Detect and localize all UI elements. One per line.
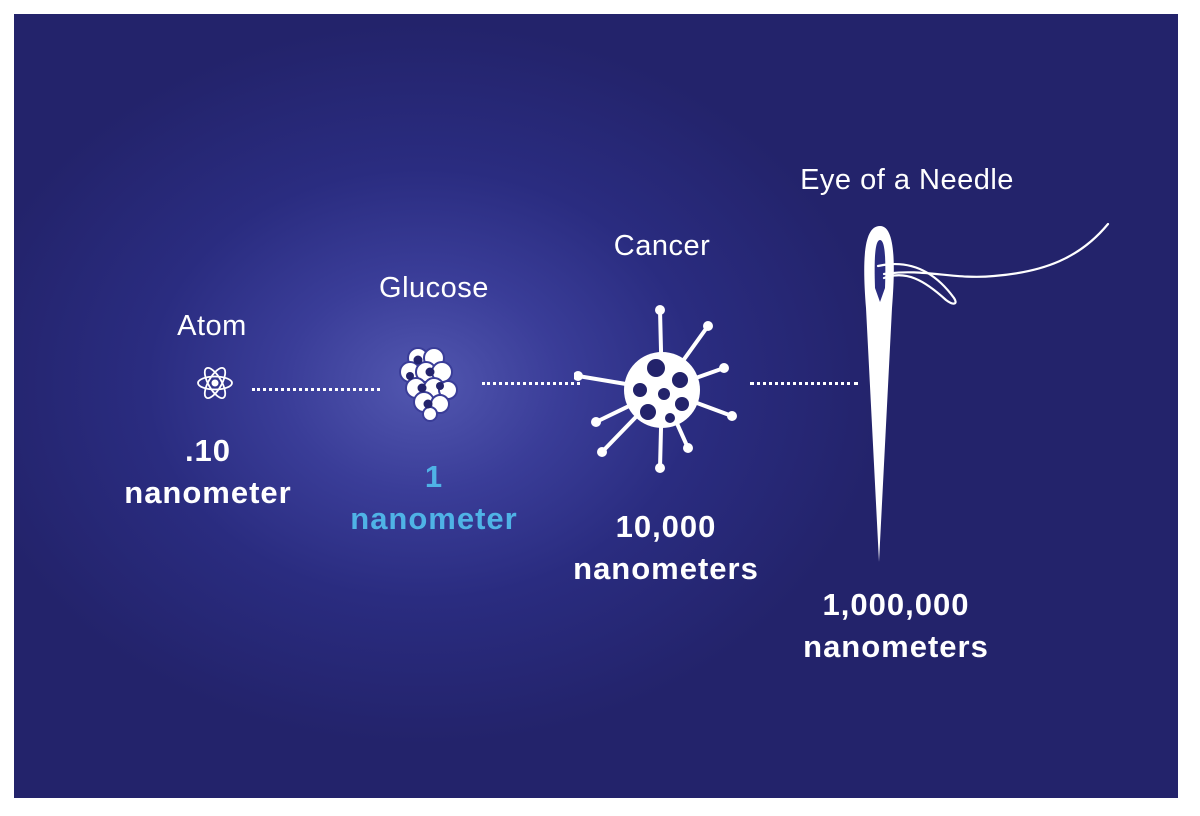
atom-size-number: .10 — [184, 433, 232, 468]
nanoscale-infographic: Atom .10 nanometer Glucose — [14, 14, 1178, 798]
connector-dots-3 — [750, 382, 858, 385]
atom-label: Atom — [177, 310, 247, 342]
glucose-size-number: 1 — [424, 459, 444, 494]
atom-size: .10 nanometer — [124, 430, 291, 514]
connector-dots-2 — [482, 382, 580, 385]
cancer-size-unit: nanometers — [573, 551, 759, 586]
needle-label: Eye of a Needle — [800, 164, 1014, 196]
needle-size-unit: nanometers — [803, 629, 989, 664]
needle-icon — [864, 222, 1110, 562]
cancer-label: Cancer — [613, 230, 711, 262]
needle-size: 1,000,000 nanometers — [803, 584, 989, 668]
atom-icon — [197, 367, 233, 399]
atom-size-unit: nanometer — [124, 475, 292, 510]
cancer-size: 10,000 nanometers — [573, 506, 759, 590]
glucose-size-unit: nanometer — [350, 501, 518, 536]
connector-dots-1 — [252, 388, 380, 391]
cancer-size-number: 10,000 — [615, 509, 717, 544]
needle-size-number: 1,000,000 — [822, 587, 970, 622]
glucose-molecule-icon — [399, 347, 458, 422]
glucose-size: 1 nanometer — [350, 456, 517, 540]
glucose-label: Glucose — [379, 272, 489, 304]
cancer-cell-icon — [574, 305, 737, 473]
